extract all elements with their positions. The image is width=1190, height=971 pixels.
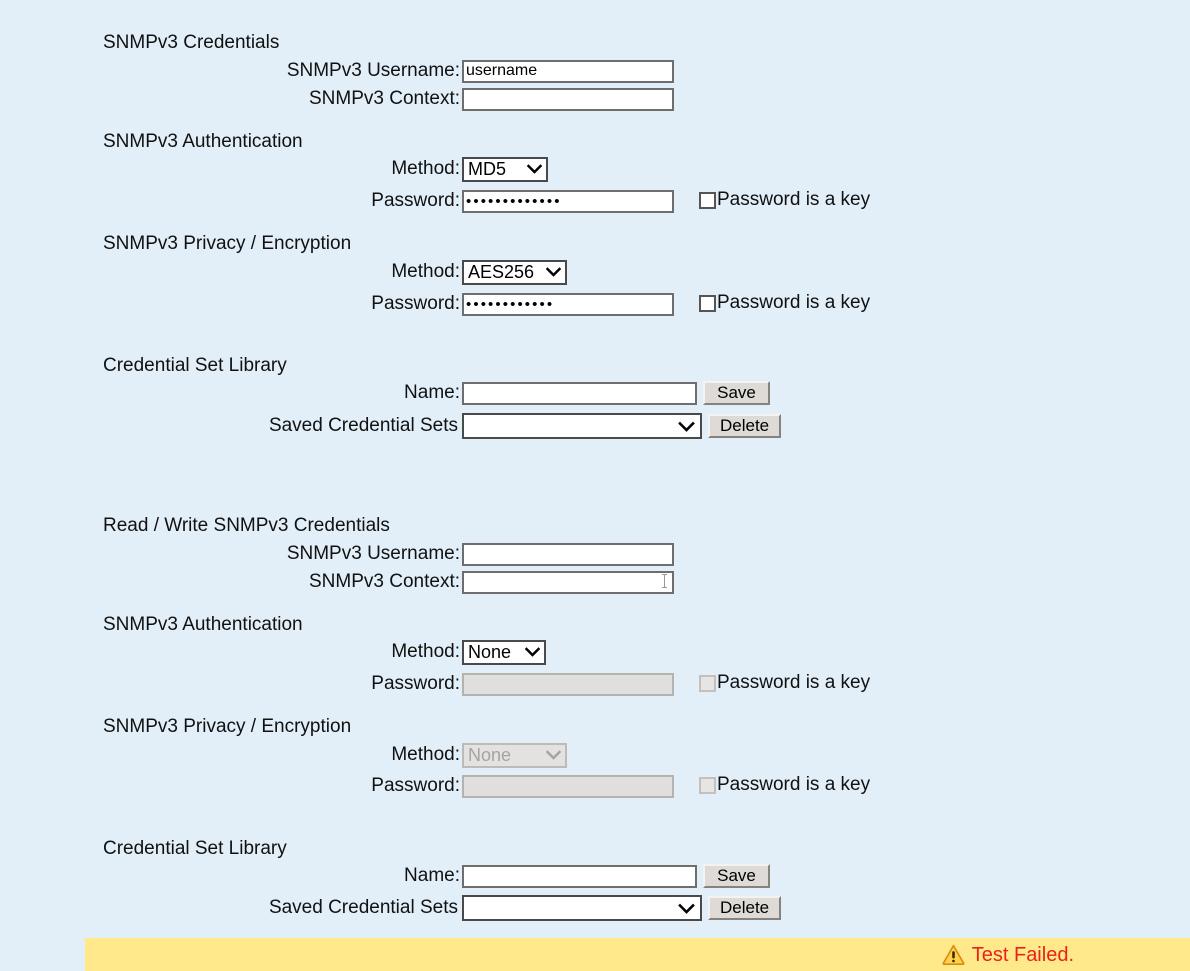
write-privacy-password-input — [462, 774, 674, 798]
read-library-name-label: Name: — [404, 382, 460, 403]
write-auth-heading: SNMPv3 Authentication — [103, 614, 303, 635]
read-username-row: SNMPv3 Username: — [0, 59, 674, 83]
read-library-save-button[interactable]: Save — [703, 381, 770, 405]
write-credentials-heading: Read / Write SNMPv3 Credentials — [103, 515, 390, 536]
write-library-sets-row: Saved Credential Sets Delete — [0, 895, 782, 921]
write-auth-key-label: Password is a key — [717, 672, 871, 693]
read-privacy-key-checkbox[interactable] — [699, 294, 716, 312]
read-context-label: SNMPv3 Context: — [309, 88, 460, 109]
read-privacy-heading: SNMPv3 Privacy / Encryption — [103, 233, 352, 254]
write-library-name-label: Name: — [404, 865, 460, 886]
read-library-name-input[interactable] — [462, 381, 697, 405]
read-auth-key-checkbox[interactable] — [699, 191, 716, 209]
chevron-down-icon — [546, 750, 561, 760]
write-library-sets-select[interactable] — [462, 895, 702, 921]
read-library-sets-select[interactable] — [462, 413, 702, 439]
write-auth-password-input — [462, 672, 674, 696]
read-auth-password-label: Password: — [371, 190, 460, 211]
read-credentials-heading: SNMPv3 Credentials — [103, 32, 280, 53]
read-privacy-key-checkbox-wrap[interactable]: Password is a key — [699, 292, 870, 314]
write-username-row: SNMPv3 Username: — [0, 542, 674, 566]
read-auth-heading: SNMPv3 Authentication — [103, 131, 303, 152]
read-username-input[interactable] — [462, 59, 674, 83]
write-privacy-heading: SNMPv3 Privacy / Encryption — [103, 716, 352, 737]
write-privacy-key-checkbox-wrap: Password is a key — [699, 774, 870, 796]
text-cursor-icon — [662, 574, 667, 588]
write-auth-method-select[interactable]: None — [462, 639, 546, 665]
write-privacy-password-row: Password: — [0, 774, 674, 798]
write-privacy-method-label: Method: — [391, 744, 460, 765]
write-auth-key-checkbox-wrap: Password is a key — [699, 672, 870, 694]
read-context-row: SNMPv3 Context: — [0, 87, 674, 111]
read-library-heading: Credential Set Library — [103, 355, 287, 376]
chevron-down-icon — [527, 164, 542, 174]
read-auth-key-label: Password is a key — [717, 189, 871, 210]
read-privacy-method-value: AES256 — [468, 262, 535, 282]
chevron-down-icon — [546, 267, 561, 277]
read-auth-key-checkbox-wrap[interactable]: Password is a key — [699, 189, 870, 211]
warning-triangle-icon — [942, 944, 965, 965]
write-library-save-button[interactable]: Save — [703, 864, 770, 888]
read-username-label: SNMPv3 Username: — [286, 60, 460, 81]
read-library-name-row: Name: Save — [0, 381, 770, 405]
write-context-row: SNMPv3 Context: — [0, 570, 674, 594]
read-privacy-password-input[interactable] — [462, 292, 674, 316]
status-message-group: Test Failed. — [942, 944, 1074, 966]
write-auth-key-checkbox — [699, 674, 716, 692]
write-auth-method-label: Method: — [391, 641, 460, 662]
write-library-delete-button[interactable]: Delete — [708, 896, 782, 920]
read-privacy-method-row: Method: AES256 — [0, 259, 567, 285]
read-auth-method-label: Method: — [391, 158, 460, 179]
write-auth-method-row: Method: None — [0, 639, 546, 665]
write-privacy-method-value: None — [468, 745, 512, 765]
write-auth-password-row: Password: — [0, 672, 674, 696]
write-privacy-key-label: Password is a key — [717, 774, 871, 795]
chevron-down-icon — [678, 903, 695, 914]
write-context-input[interactable] — [462, 570, 674, 594]
write-privacy-method-select: None — [462, 742, 567, 768]
read-auth-method-value: MD5 — [468, 159, 507, 179]
status-bar: Test Failed. — [85, 938, 1190, 971]
read-privacy-password-row: Password: — [0, 292, 674, 316]
read-auth-password-row: Password: — [0, 189, 674, 213]
read-auth-password-input[interactable] — [462, 189, 674, 213]
write-privacy-method-row: Method: None — [0, 742, 567, 768]
chevron-down-icon — [678, 421, 695, 432]
write-library-heading: Credential Set Library — [103, 838, 287, 859]
write-context-label: SNMPv3 Context: — [309, 571, 460, 592]
read-context-input[interactable] — [462, 87, 674, 111]
read-library-sets-label: Saved Credential Sets — [268, 415, 458, 436]
status-message: Test Failed. — [971, 943, 1074, 966]
write-auth-method-value: None — [468, 642, 512, 662]
write-library-name-input[interactable] — [462, 864, 697, 888]
read-library-sets-row: Saved Credential Sets Delete — [0, 413, 782, 439]
chevron-down-icon — [525, 647, 540, 657]
read-auth-method-row: Method: MD5 — [0, 156, 548, 182]
write-privacy-password-label: Password: — [371, 775, 460, 796]
write-privacy-key-checkbox — [699, 776, 716, 794]
read-auth-method-select[interactable]: MD5 — [462, 156, 548, 182]
write-username-label: SNMPv3 Username: — [286, 543, 460, 564]
read-privacy-method-select[interactable]: AES256 — [462, 259, 567, 285]
read-privacy-key-label: Password is a key — [717, 292, 871, 313]
read-privacy-method-label: Method: — [391, 261, 460, 282]
read-library-delete-button[interactable]: Delete — [708, 414, 782, 438]
write-library-name-row: Name: Save — [0, 864, 770, 888]
write-auth-password-label: Password: — [371, 673, 460, 694]
read-privacy-password-label: Password: — [371, 293, 460, 314]
write-username-input[interactable] — [462, 542, 674, 566]
write-library-sets-label: Saved Credential Sets — [268, 897, 458, 918]
